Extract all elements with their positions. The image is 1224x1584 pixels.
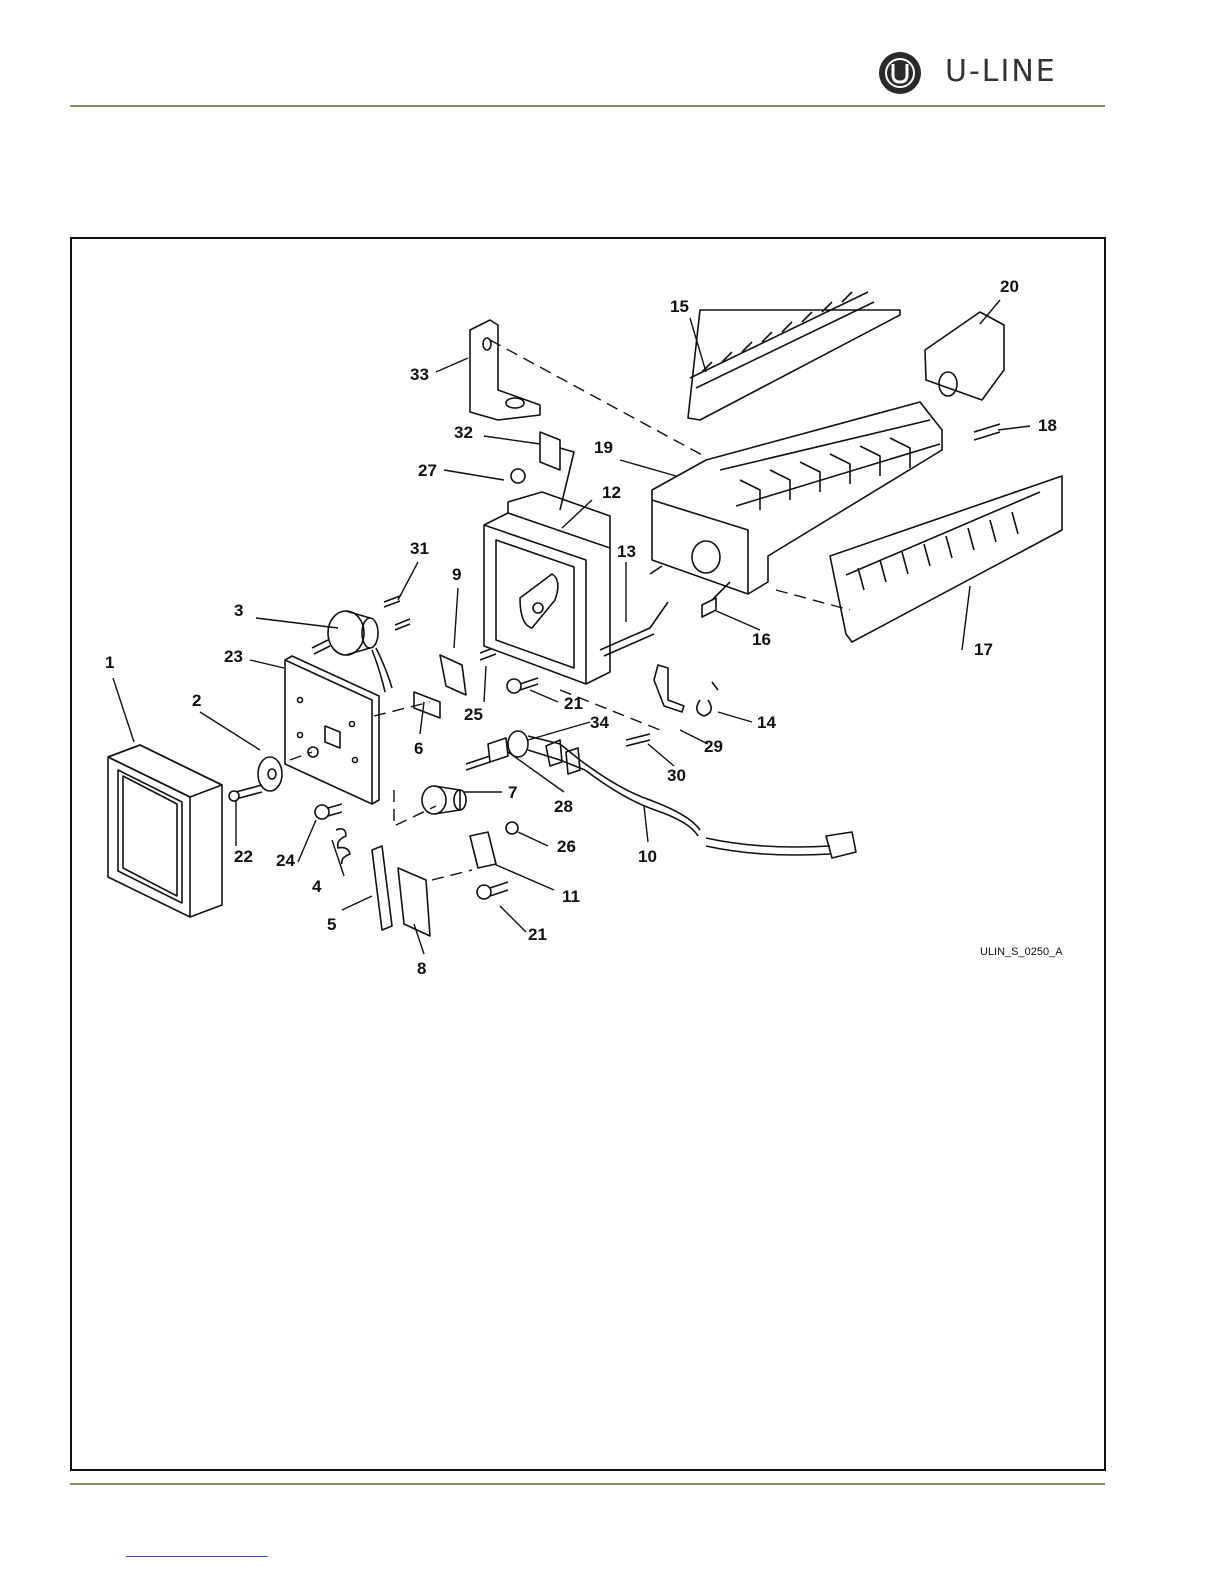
callout-18: 18 bbox=[1038, 416, 1057, 435]
part-16-pin bbox=[702, 598, 716, 617]
part-7-bushing bbox=[422, 786, 466, 814]
callout-31: 31 bbox=[410, 539, 429, 558]
callout-22: 22 bbox=[234, 847, 253, 866]
part-14-spring bbox=[697, 682, 718, 716]
callout-24: 24 bbox=[276, 851, 295, 870]
callout-8: 8 bbox=[417, 959, 426, 978]
callout-33: 33 bbox=[410, 365, 429, 384]
part-15-ejector bbox=[688, 292, 900, 420]
callout-17: 17 bbox=[974, 640, 993, 659]
part-9-cam bbox=[440, 655, 466, 695]
callout-20: 20 bbox=[1000, 277, 1019, 296]
part-5-bar bbox=[372, 846, 392, 930]
part-17-rake bbox=[830, 476, 1062, 642]
part-1-cover bbox=[108, 745, 222, 917]
callout-30: 30 bbox=[667, 766, 686, 785]
callout-9: 9 bbox=[452, 565, 461, 584]
callout-13: 13 bbox=[617, 542, 636, 561]
callout-19: 19 bbox=[594, 438, 613, 457]
callout-29: 29 bbox=[704, 737, 723, 756]
callout-23: 23 bbox=[224, 647, 243, 666]
part-29-lever bbox=[654, 665, 684, 712]
callout-21a: 21 bbox=[564, 694, 583, 713]
callout-7: 7 bbox=[508, 783, 517, 802]
callout-12: 12 bbox=[602, 483, 621, 502]
callout-14: 14 bbox=[757, 713, 776, 732]
callout-5: 5 bbox=[327, 915, 336, 934]
part-33-bracket bbox=[470, 320, 540, 420]
part-23-plate bbox=[285, 656, 379, 804]
callout-11: 11 bbox=[562, 887, 580, 906]
callout-4: 4 bbox=[312, 877, 322, 896]
callout-3: 3 bbox=[234, 601, 243, 620]
callout-27: 27 bbox=[418, 461, 437, 480]
callout-10: 10 bbox=[638, 847, 657, 866]
footer-link-underline[interactable] bbox=[126, 1556, 268, 1557]
footer-rule bbox=[70, 1483, 1105, 1485]
callout-1: 1 bbox=[105, 653, 114, 672]
part-28-connector bbox=[488, 738, 508, 762]
part-34-wiring bbox=[508, 731, 585, 774]
part-11-switch bbox=[470, 832, 496, 868]
callout-2: 2 bbox=[192, 691, 201, 710]
part-32-clip bbox=[540, 432, 560, 470]
diagram-code: ULIN_S_0250_A bbox=[980, 946, 1063, 958]
callout-21b: 21 bbox=[528, 925, 547, 944]
part-12-housing bbox=[484, 492, 610, 684]
callout-6: 6 bbox=[414, 739, 423, 758]
part-20-block bbox=[925, 312, 1004, 400]
callout-28: 28 bbox=[554, 797, 573, 816]
callout-34: 34 bbox=[590, 713, 609, 732]
callout-15: 15 bbox=[670, 297, 689, 316]
callout-16: 16 bbox=[752, 630, 771, 649]
callout-26: 26 bbox=[557, 837, 576, 856]
callout-25: 25 bbox=[464, 705, 483, 724]
callout-32: 32 bbox=[454, 423, 473, 442]
